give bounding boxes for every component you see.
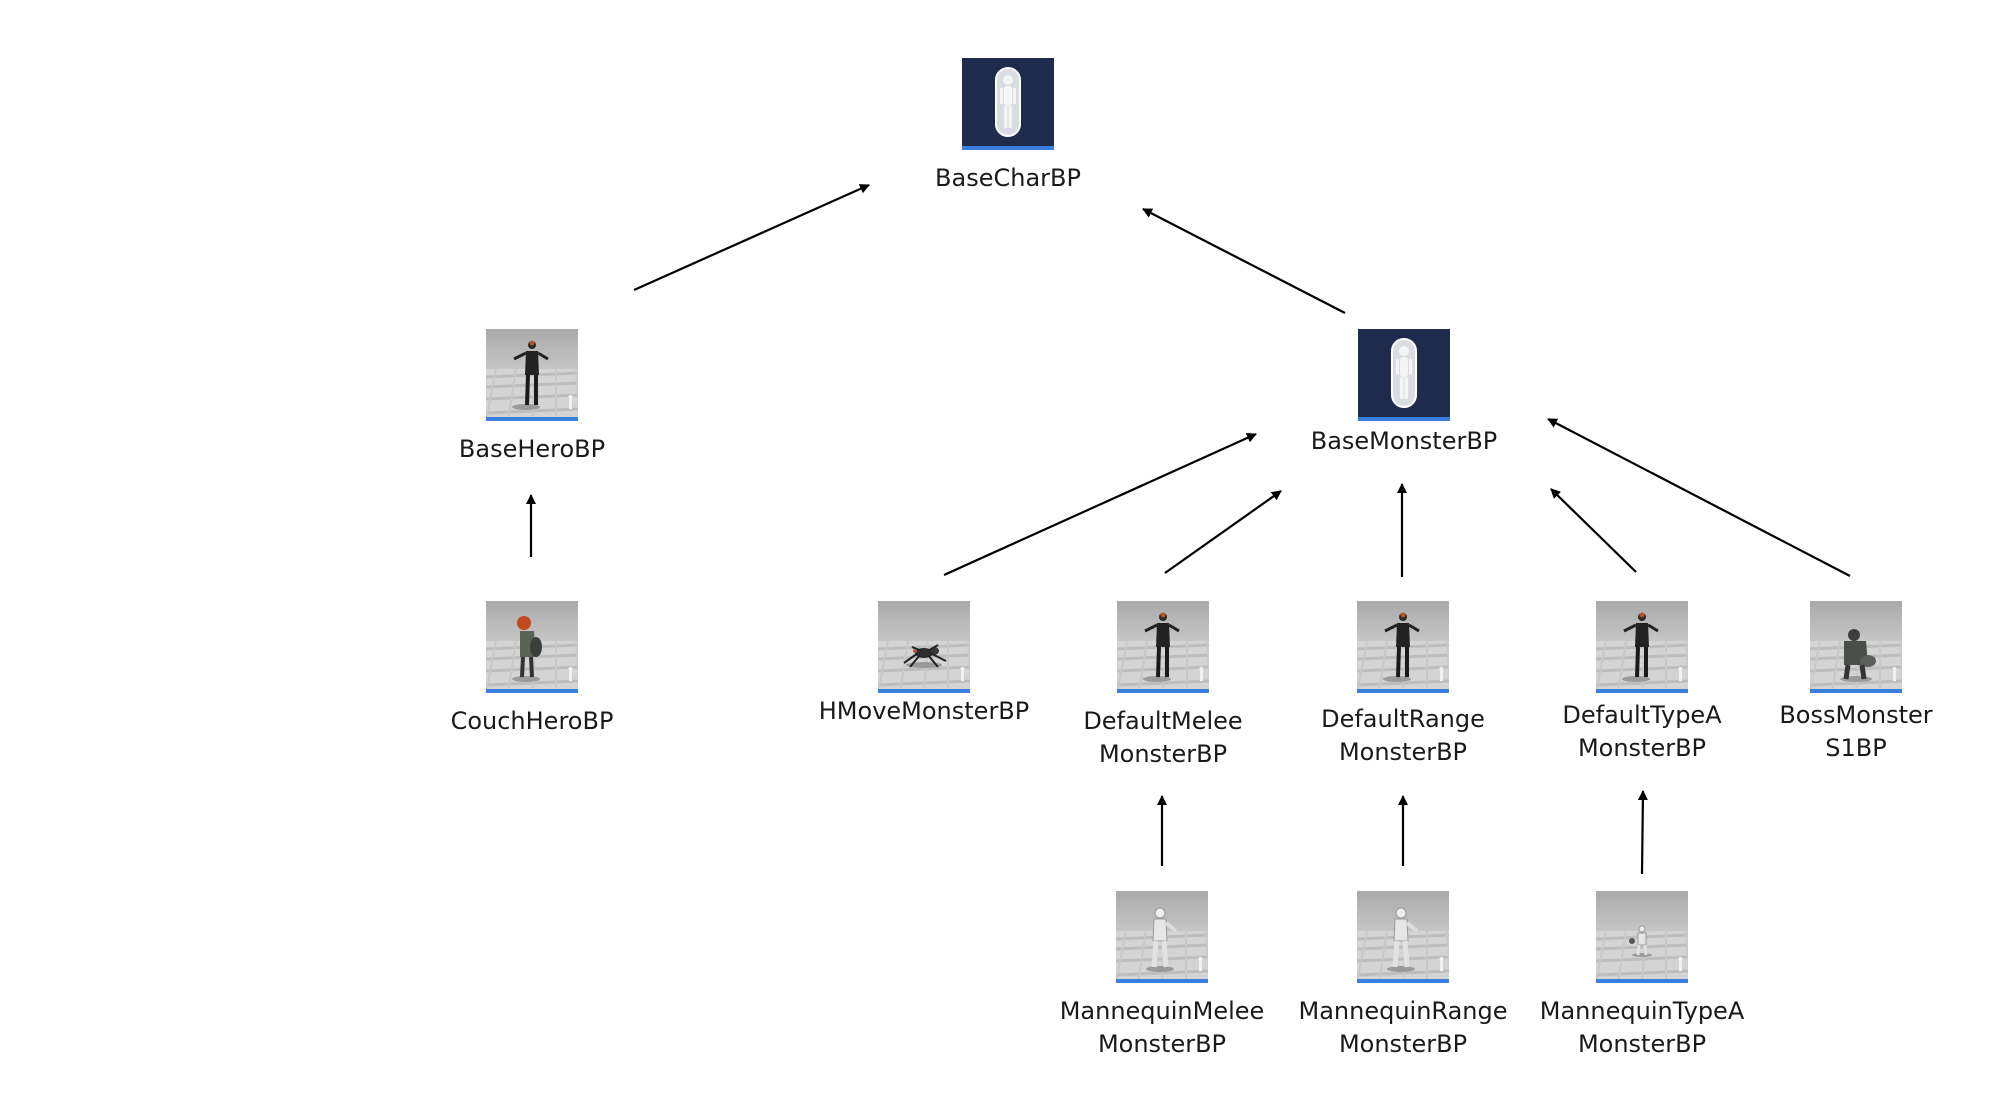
character-preview-thumbnail[interactable] — [486, 601, 578, 693]
class-name-line: MannequinRange — [1298, 997, 1508, 1025]
class-node-couchhero[interactable]: CouchHeroBP — [407, 601, 657, 738]
class-name-line: S1BP — [1825, 734, 1887, 762]
class-name-label: MannequinTypeA MonsterBP — [1540, 995, 1744, 1061]
class-node-basehero[interactable]: BaseHeroBP — [407, 329, 657, 466]
class-name-line: BaseCharBP — [935, 164, 1081, 192]
class-name-label: HMoveMonsterBP — [819, 695, 1030, 728]
inheritance-arrow-basehero-to-basechar — [633, 183, 870, 292]
class-name-label: BaseCharBP — [935, 162, 1081, 195]
class-name-line: CouchHeroBP — [450, 707, 614, 735]
character-preview-thumbnail[interactable] — [1810, 601, 1902, 693]
class-name-line: MonsterBP — [1338, 1030, 1468, 1058]
character-preview-thumbnail[interactable] — [1117, 601, 1209, 693]
inheritance-arrow-basemonster-to-basechar — [1142, 208, 1346, 314]
class-name-line: BaseMonsterBP — [1310, 427, 1498, 455]
character-preview-thumbnail[interactable] — [1116, 891, 1208, 983]
class-name-label: DefaultTypeA MonsterBP — [1562, 699, 1721, 765]
class-name-label: BaseHeroBP — [459, 433, 605, 466]
character-preview-thumbnail[interactable] — [1596, 601, 1688, 693]
inheritance-arrow-mannequintypea-to-defaulttypea — [1637, 790, 1648, 875]
class-name-label: CouchHeroBP — [451, 705, 614, 738]
inheritance-arrow-defaulttypea-to-basemonster — [1550, 488, 1637, 573]
character-class-icon[interactable] — [1358, 329, 1450, 421]
class-name-line: MonsterBP — [1098, 740, 1228, 768]
character-preview-thumbnail[interactable] — [1357, 891, 1449, 983]
class-node-mannequintypea[interactable]: MannequinTypeA MonsterBP — [1517, 891, 1767, 1061]
class-name-line: MonsterBP — [1338, 738, 1468, 766]
class-node-basechar[interactable]: BaseCharBP — [883, 58, 1133, 195]
inheritance-arrow-bossmonster-to-basemonster — [1547, 418, 1851, 577]
character-preview-thumbnail[interactable] — [878, 601, 970, 693]
class-name-line: HMoveMonsterBP — [818, 697, 1030, 725]
character-class-icon[interactable] — [962, 58, 1054, 150]
class-name-line: MannequinTypeA — [1539, 997, 1745, 1025]
class-name-line: MannequinMelee — [1059, 997, 1265, 1025]
character-preview-thumbnail[interactable] — [1357, 601, 1449, 693]
class-node-hmovemonster[interactable]: HMoveMonsterBP — [799, 601, 1049, 728]
class-name-label: BaseMonsterBP — [1311, 425, 1498, 458]
inheritance-arrow-hmovemonster-to-basemonster — [943, 432, 1257, 577]
character-preview-thumbnail[interactable] — [486, 329, 578, 421]
inheritance-arrow-defaultmelee-to-basemonster — [1164, 490, 1282, 574]
class-name-line: DefaultMelee — [1083, 707, 1243, 735]
class-name-line: DefaultRange — [1321, 705, 1485, 733]
class-name-line: BossMonster — [1779, 701, 1933, 729]
class-node-basemonster[interactable]: BaseMonsterBP — [1279, 329, 1529, 458]
class-name-line: BaseHeroBP — [458, 435, 606, 463]
class-node-defaulttypea[interactable]: DefaultTypeA MonsterBP — [1517, 601, 1767, 765]
class-name-line: MonsterBP — [1577, 734, 1707, 762]
class-name-line: DefaultTypeA — [1562, 701, 1722, 729]
class-name-line: MonsterBP — [1577, 1030, 1707, 1058]
character-preview-thumbnail[interactable] — [1596, 891, 1688, 983]
class-name-line: MonsterBP — [1097, 1030, 1227, 1058]
